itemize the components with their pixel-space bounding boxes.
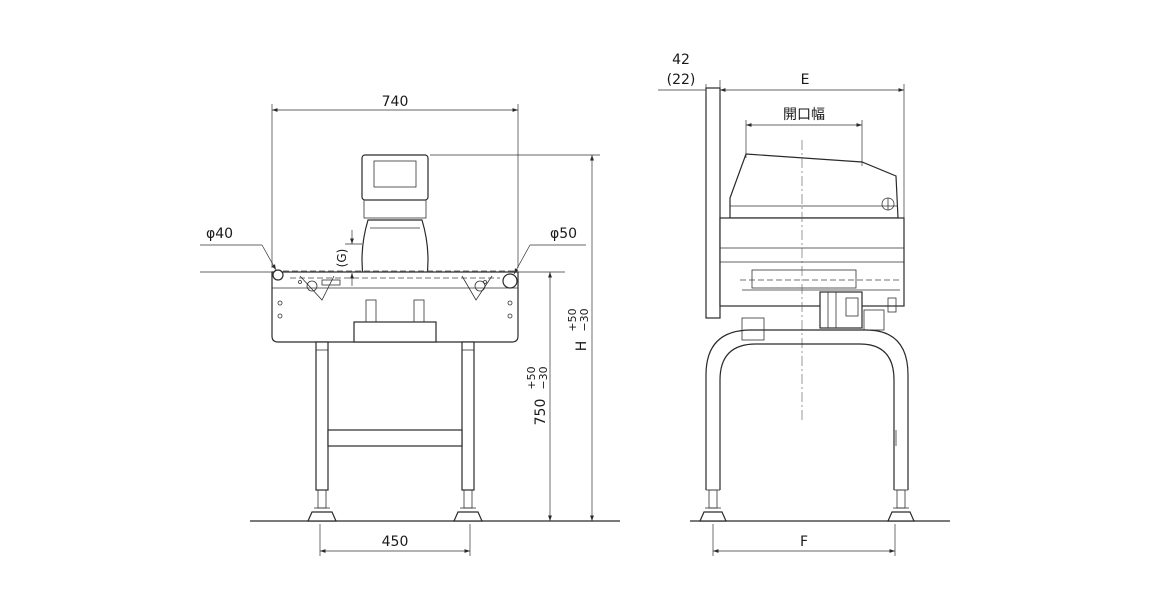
control-box bbox=[361, 154, 429, 201]
tol-750-minus: −30 bbox=[537, 366, 550, 389]
label-roller-right: φ50 bbox=[550, 226, 577, 242]
leg-right bbox=[461, 341, 475, 491]
side-view: 42 (22) E 開口幅 F bbox=[658, 52, 950, 556]
front-view: 740 450 φ40 φ50 (G) 750 +50 −30 H +50 bbox=[200, 94, 620, 556]
dim-label-750: 750 bbox=[533, 399, 549, 426]
stand-outer bbox=[705, 329, 909, 490]
dim-label-h: H bbox=[574, 341, 590, 352]
tol-750-plus: +50 bbox=[525, 366, 538, 389]
stand-inner bbox=[719, 343, 895, 490]
roller-left bbox=[272, 269, 284, 281]
control-screen bbox=[373, 160, 417, 188]
roller-right bbox=[502, 273, 518, 289]
tol-h-plus: +50 bbox=[566, 308, 579, 331]
leg-left bbox=[315, 341, 329, 491]
side-foot-left bbox=[699, 511, 727, 522]
dim-label-e: E bbox=[801, 72, 810, 88]
foot-right bbox=[453, 511, 483, 522]
rear-panel bbox=[705, 87, 721, 319]
dim-label-42: 42 bbox=[672, 52, 690, 68]
tol-h-minus: −30 bbox=[578, 308, 591, 331]
dim-label-450: 450 bbox=[382, 534, 409, 550]
base-block bbox=[353, 321, 437, 343]
foot-left bbox=[307, 511, 337, 522]
label-gap-g: (G) bbox=[335, 249, 349, 268]
conveyor-frame bbox=[271, 271, 519, 343]
dim-label-22: (22) bbox=[667, 72, 696, 88]
dim-label-740: 740 bbox=[382, 94, 409, 110]
side-foot-right bbox=[887, 511, 915, 522]
motor bbox=[819, 291, 863, 329]
cross-bar bbox=[327, 429, 463, 447]
dim-label-opening: 開口幅 bbox=[783, 107, 825, 123]
detector-housing bbox=[729, 153, 899, 219]
dim-label-f: F bbox=[800, 534, 808, 550]
label-roller-left: φ40 bbox=[206, 226, 233, 242]
